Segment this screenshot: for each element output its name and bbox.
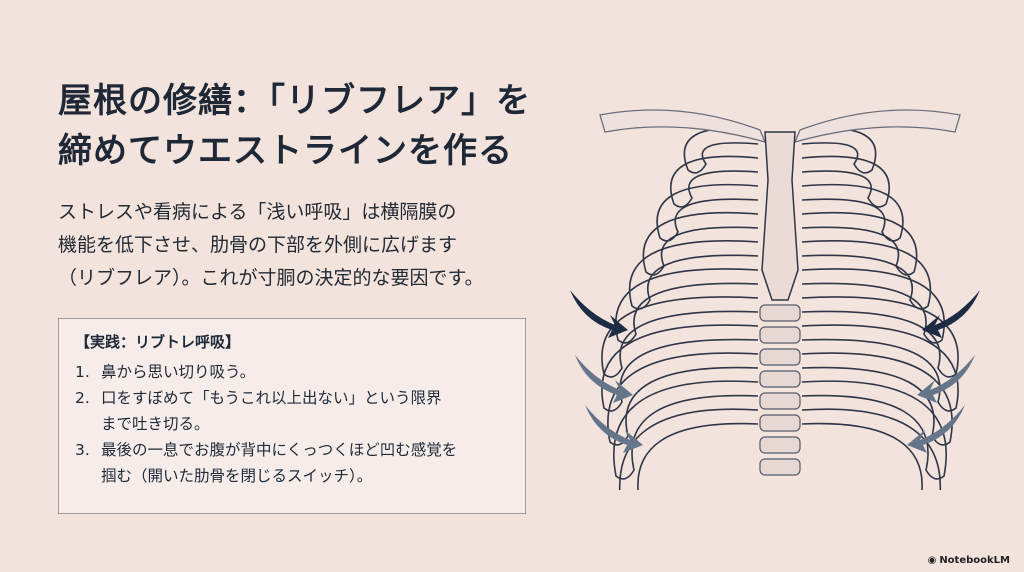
left-clavicle <box>599 109 767 143</box>
title-line-2: 締めてウエストラインを作る <box>58 131 513 171</box>
practice-step-2: 2. 口をすぼめて「もうこれ以上出ない」という限界まで吐き切る。 <box>75 385 509 437</box>
rib <box>615 268 759 344</box>
rib <box>801 296 959 378</box>
practice-step-3: 3. 最後の一息でお腹が背中にくっつくほど凹む感覚を掴む（開いた肋骨を閉じるスイ… <box>75 437 509 489</box>
inward-arrow-icon <box>917 355 975 403</box>
vertebra <box>759 304 801 322</box>
vertebra <box>759 348 801 366</box>
step-text: 鼻から思い切り吸う。 <box>101 363 256 381</box>
body-text: ストレスや看病による「浅い呼吸」は横隔膜の 機能を低下させ、肋骨の下部を外側に広… <box>58 196 484 295</box>
rib <box>801 155 891 208</box>
right-clavicle <box>793 109 961 143</box>
body-line-1: ストレスや看病による「浅い呼吸」は横隔膜の <box>58 201 457 223</box>
vertebra <box>759 436 801 454</box>
rib <box>669 155 759 208</box>
step-text: まで吐き切る。 <box>101 415 210 433</box>
rib <box>613 380 759 480</box>
step-number: 3. <box>75 441 90 459</box>
inward-arrow-icon <box>907 405 965 453</box>
title-line-1: 屋根の修繕：「リブフレア」を <box>58 81 531 121</box>
inward-arrow-icon <box>922 290 980 338</box>
brand-logo: ◉NotebookLM <box>928 555 1010 566</box>
inward-arrow-icon <box>570 290 628 338</box>
rib <box>801 408 942 490</box>
step-number: 1. <box>75 363 90 381</box>
rib <box>601 324 759 412</box>
ribcage-illustration <box>570 109 980 490</box>
practice-heading: 【実践：リブトレ呼吸】 <box>75 333 241 351</box>
practice-step-1: 1. 鼻から思い切り吸う。 <box>75 359 509 385</box>
vertebra <box>759 326 801 344</box>
inward-arrow-icon <box>575 355 633 403</box>
rib <box>801 268 945 344</box>
rib <box>618 408 759 490</box>
rib <box>642 211 759 276</box>
rib <box>801 211 918 276</box>
step-text: 最後の一息でお腹が背中にくっつくほど凹む感覚を <box>101 441 458 459</box>
rib <box>801 324 959 412</box>
practice-box: 【実践：リブトレ呼吸】 1. 鼻から思い切り吸う。 2. 口をすぼめて「もうこれ… <box>58 318 526 514</box>
body-line-3: （リブフレア）。これが寸胴の決定的な要因です。 <box>58 267 484 289</box>
vertebra <box>759 458 801 476</box>
spine <box>759 304 801 476</box>
sternum <box>761 131 799 301</box>
rib <box>801 380 947 480</box>
slide-title: 屋根の修繕：「リブフレア」を 締めてウエストラインを作る <box>58 76 531 176</box>
body-line-2: 機能を低下させ、肋骨の下部を外側に広げます <box>58 234 458 256</box>
brand-name: NotebookLM <box>939 555 1010 566</box>
notebooklm-icon: ◉ <box>927 555 937 566</box>
vertebra <box>759 414 801 432</box>
rib <box>683 127 759 174</box>
rib <box>801 127 877 174</box>
vertebra <box>759 392 801 410</box>
step-text: 口をすぼめて「もうこれ以上出ない」という限界 <box>101 389 442 407</box>
rib <box>607 352 759 446</box>
step-text: 掴む（開いた肋骨を閉じるスイッチ）。 <box>101 467 373 485</box>
vertebra <box>759 370 801 388</box>
rib <box>601 296 759 378</box>
rib <box>801 352 953 446</box>
inward-arrow-icon <box>585 405 643 453</box>
step-number: 2. <box>75 389 90 407</box>
